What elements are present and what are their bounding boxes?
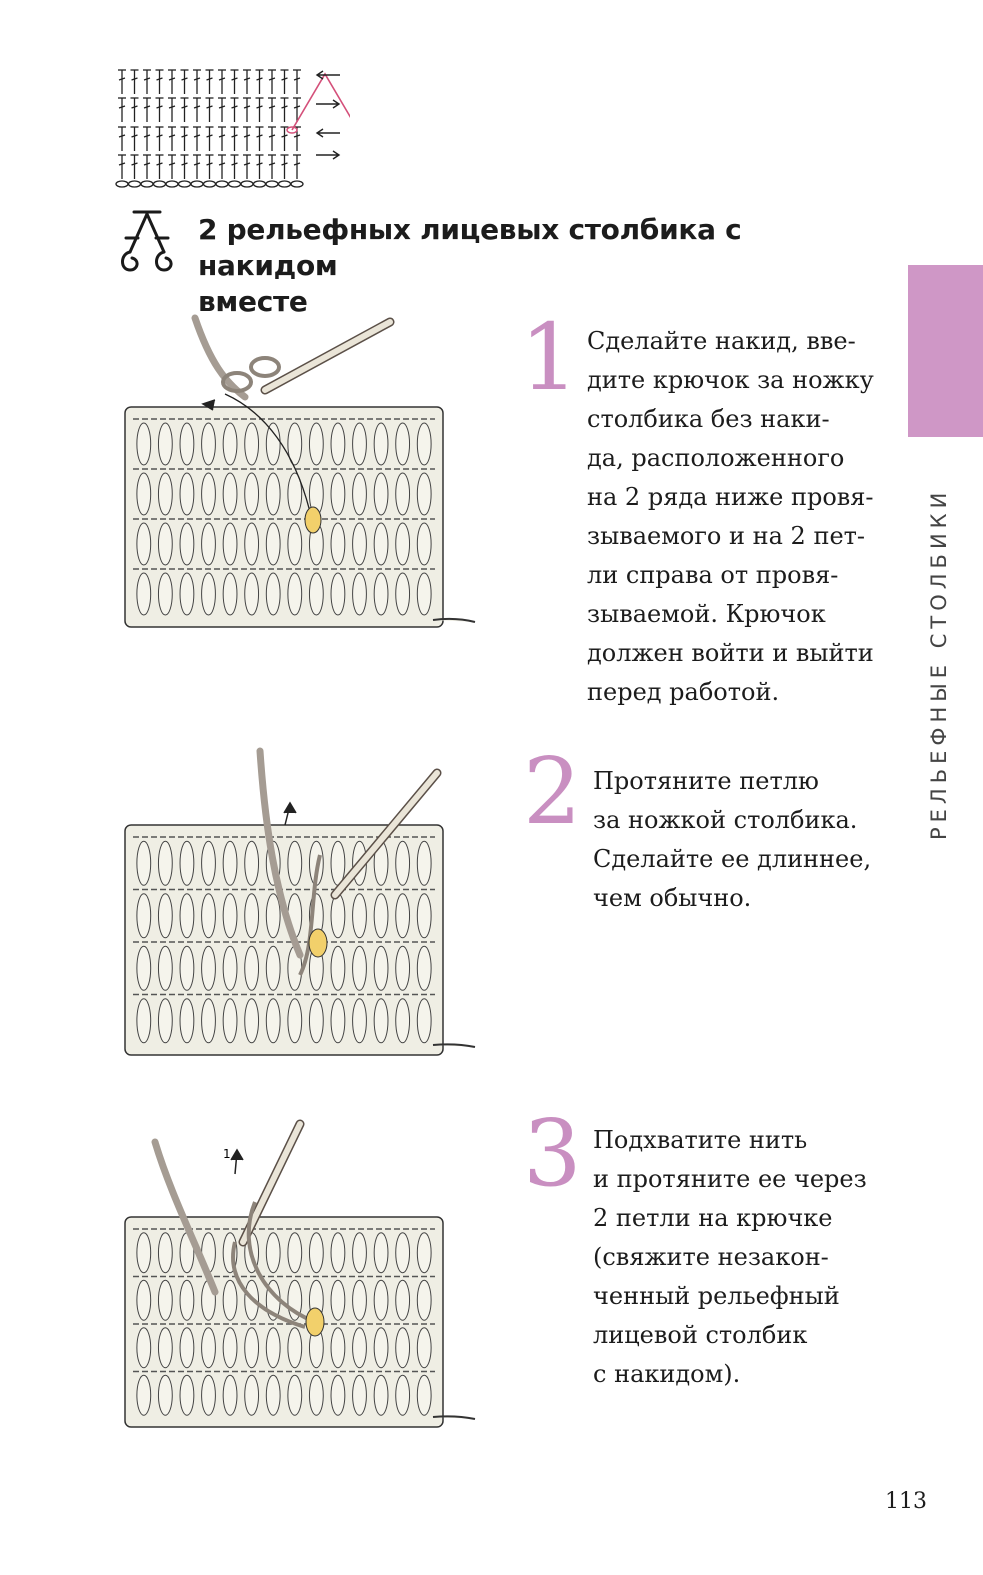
chart-highlight-shape [291, 72, 350, 131]
heading-line-1: 2 рельефных лицевых столбика с накидом [198, 213, 742, 282]
step-2-text: Протяните петлю за ножкой столбика. Сдел… [593, 767, 872, 912]
heading-line-2: вместе [198, 285, 308, 318]
step-3-text: Подхватите нить и протяните ее через 2 п… [593, 1126, 867, 1388]
step-3-number: 3 [523, 1100, 582, 1207]
step-1-number: 1 [520, 304, 579, 411]
illustration-label: 1 [223, 1147, 231, 1161]
step-2-number: 2 [523, 738, 582, 845]
step-1-text: Сделайте накид, вве- дите крючок за ножк… [587, 327, 874, 706]
page-number: 113 [885, 1489, 927, 1514]
section-heading: 2 рельефных лицевых столбика с накидом в… [198, 212, 878, 320]
step-3-illustration: 1 [124, 1119, 476, 1428]
stitch-symbol-icon [121, 210, 173, 272]
step-1-illustration [124, 314, 476, 628]
step-2-illustration [124, 747, 476, 1056]
crochet-chart-diagram: 0 0 [115, 69, 350, 188]
row-direction-arrows [315, 70, 341, 160]
chapter-tab [908, 265, 983, 437]
chapter-side-label: РЕЛЬЕФНЫЕ СТОЛБИКИ [927, 487, 951, 840]
